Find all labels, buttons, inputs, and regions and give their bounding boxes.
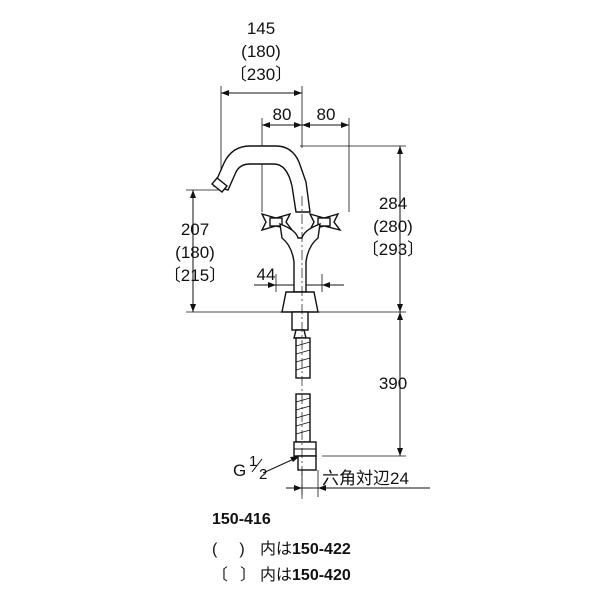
- dim-thread-den: 2: [259, 466, 267, 483]
- lower-shank: [295, 393, 311, 443]
- square-bracket: 〔〕: [212, 567, 257, 584]
- bracket-text: 内は: [260, 567, 293, 584]
- dim-spout-reach: 145: [247, 19, 275, 38]
- legend-paren-line: () 内は150-422: [212, 535, 351, 559]
- dim-handle-right: 80: [317, 105, 336, 124]
- dim-spout-reach-paren: (180): [241, 42, 281, 61]
- dim-total-height-bracket: 〔293〕: [362, 240, 424, 259]
- dim-spout-height: 207: [181, 220, 209, 239]
- legend-bracket-line: 〔〕内は150-420: [212, 561, 351, 585]
- legend-model-main: 150-416: [212, 511, 271, 529]
- dim-shank-length: 390: [379, 374, 407, 393]
- dim-thread-num: 1: [249, 453, 257, 470]
- dim-handle-left: 80: [273, 105, 292, 124]
- hex-fitting: [293, 441, 317, 471]
- dimension-lines: [190, 90, 430, 491]
- faucet-body: [211, 145, 342, 500]
- dim-hex-nut: 六角対辺24: [322, 469, 409, 488]
- dim-spout-height-bracket: 〔215〕: [164, 266, 226, 285]
- spout-nozzle: [211, 177, 228, 193]
- dim-spout-height-paren: (180): [175, 243, 215, 262]
- paren-text: 内は: [260, 541, 293, 558]
- model-main: 150-416: [212, 511, 271, 528]
- dim-total-height: 284: [379, 194, 407, 213]
- dim-total-height-paren: (280): [373, 217, 413, 236]
- dim-thread-letter: G: [233, 461, 246, 480]
- upper-shank: [295, 337, 311, 379]
- dimension-labels: 145 (180) 〔230〕 80 80 207 (180) 〔215〕 28…: [164, 19, 424, 488]
- faucet-column: [279, 222, 321, 293]
- dim-spout-reach-bracket: 〔230〕: [230, 65, 292, 84]
- paren-bracket: (): [212, 541, 245, 558]
- spout-pipe: [213, 145, 311, 213]
- dim-base-diameter: 44: [257, 265, 276, 284]
- mounting-nut: [291, 311, 309, 331]
- faucet-base: [281, 291, 319, 313]
- paren-model: 150-422: [292, 541, 351, 558]
- bracket-model: 150-420: [292, 567, 351, 584]
